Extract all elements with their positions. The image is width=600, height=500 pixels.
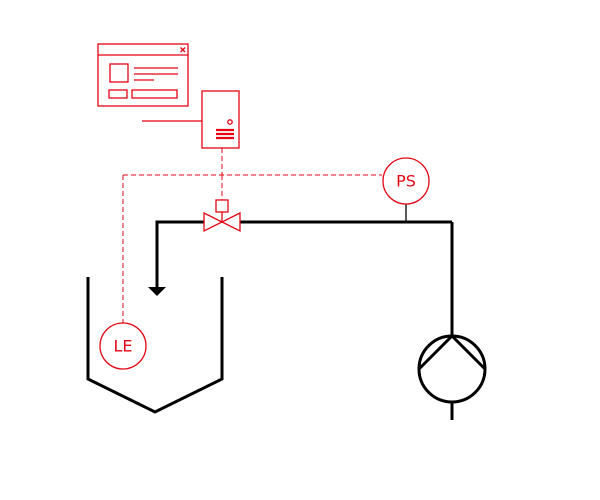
control-valve-icon[interactable]	[203, 199, 241, 233]
level-element-instrument[interactable]: LE	[99, 322, 147, 370]
level-element-label: LE	[113, 337, 132, 356]
pressure-switch-label: PS	[396, 172, 416, 191]
flow-arrow-icon	[148, 287, 166, 296]
controller-icon[interactable]	[142, 90, 240, 149]
pressure-switch-instrument[interactable]: PS	[382, 157, 430, 205]
process-piping	[155, 204, 454, 335]
tank-icon	[86, 277, 224, 414]
pump-icon[interactable]	[417, 333, 487, 420]
signal-lines	[122, 148, 382, 323]
hmi-window-icon[interactable]	[97, 43, 189, 107]
